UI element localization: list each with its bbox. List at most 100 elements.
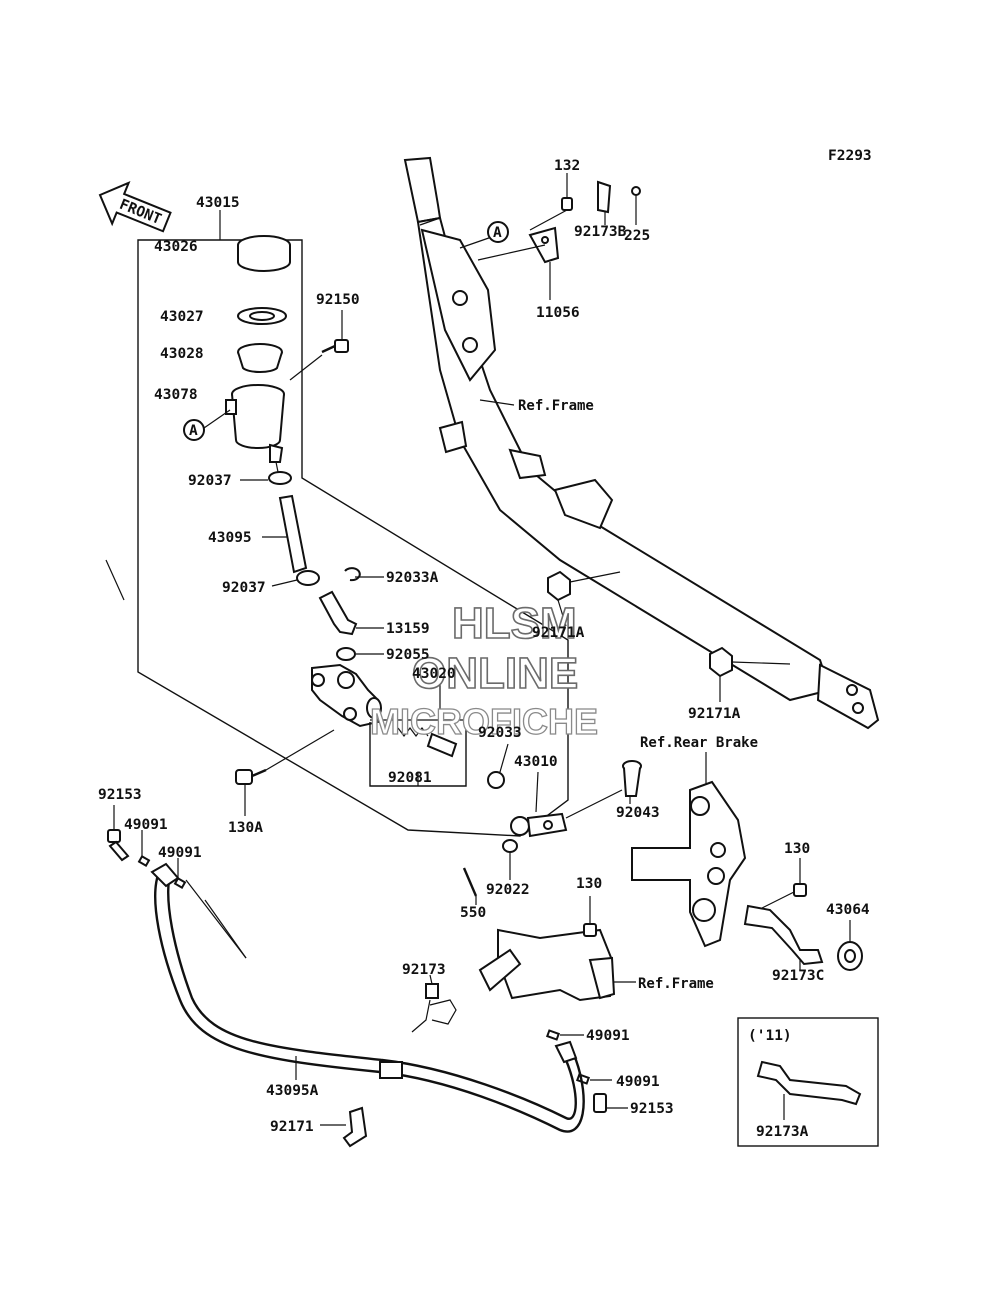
hose-fitting-lower bbox=[554, 1040, 578, 1064]
label-92153-bottom: 92153 bbox=[630, 1101, 674, 1117]
nut-92171A-lower-icon bbox=[709, 646, 733, 678]
label-43027: 43027 bbox=[160, 309, 204, 325]
ref-frame-top: Ref.Frame bbox=[518, 398, 594, 414]
grommet-43064-icon bbox=[837, 941, 863, 971]
circlip-92033A-icon bbox=[344, 567, 361, 582]
label-92153-top: 92153 bbox=[98, 787, 142, 803]
label-92081: 92081 bbox=[388, 770, 432, 786]
inset-2011-label: ('11) bbox=[748, 1028, 792, 1044]
label-92171A-upper: 92171A bbox=[532, 625, 585, 641]
clamp-92037-top-icon bbox=[268, 471, 292, 485]
nut-92171A-upper-icon bbox=[547, 570, 571, 602]
elbow-13159 bbox=[318, 590, 358, 636]
hlsm-watermark: HLSM ONLINE MICROFICHE bbox=[369, 598, 598, 742]
hose-fitting-upper bbox=[150, 862, 180, 888]
label-49091-c: 49091 bbox=[586, 1028, 630, 1044]
piston-spring-92081 bbox=[397, 727, 458, 758]
watermark-line1: HLSM bbox=[452, 599, 577, 648]
snap-ring-92033-icon bbox=[487, 771, 505, 789]
master-cylinder-body-43020 bbox=[311, 663, 382, 728]
label-43015: 43015 bbox=[196, 195, 240, 211]
label-92173B: 92173B bbox=[574, 224, 627, 240]
watermark-line2: ONLINE bbox=[412, 649, 578, 698]
sleeve-49091-b-icon bbox=[173, 877, 187, 889]
label-130A: 130A bbox=[228, 820, 263, 836]
bracket-92173C bbox=[743, 904, 824, 966]
label-92173A: 92173A bbox=[756, 1124, 809, 1140]
label-225: 225 bbox=[624, 228, 650, 244]
label-92150: 92150 bbox=[316, 292, 360, 308]
callout-a-left bbox=[183, 419, 205, 441]
label-92173: 92173 bbox=[402, 962, 446, 978]
label-92173C: 92173C bbox=[772, 968, 824, 984]
label-49091-b: 49091 bbox=[158, 845, 202, 861]
inset-2011-box bbox=[737, 1017, 879, 1147]
label-43064: 43064 bbox=[826, 902, 870, 918]
callout-a-top-letter: A bbox=[493, 225, 502, 241]
bolt-132-icon bbox=[561, 197, 573, 211]
label-92171A-lower: 92171A bbox=[688, 706, 741, 722]
hose-clip-92173 bbox=[411, 948, 522, 1033]
banjo-bolt-92153-bottom-icon bbox=[593, 1093, 607, 1113]
screw-225-icon bbox=[631, 186, 641, 196]
label-92037-lower: 92037 bbox=[222, 580, 266, 596]
hose-43095 bbox=[278, 494, 308, 574]
banjo-bolt-92153-top-icon bbox=[107, 829, 130, 862]
pin-92043-icon bbox=[622, 760, 642, 797]
ref-frame-bottom: Ref.Frame bbox=[638, 976, 714, 992]
sleeve-49091-a-icon bbox=[137, 855, 151, 867]
callout-a-top bbox=[487, 221, 509, 243]
label-43095A: 43095A bbox=[266, 1083, 319, 1099]
front-arrow-icon: FRONT bbox=[98, 180, 172, 233]
diaphragm-plate-43027 bbox=[237, 307, 287, 325]
label-43026: 43026 bbox=[154, 239, 198, 255]
bracket-92173A bbox=[756, 1060, 862, 1106]
label-130-lower: 130 bbox=[576, 876, 602, 892]
label-49091-d: 49091 bbox=[616, 1074, 660, 1090]
label-92033: 92033 bbox=[478, 725, 522, 741]
label-92055: 92055 bbox=[386, 647, 430, 663]
clamp-92037-lower-icon bbox=[296, 570, 320, 586]
clamp-92171-icon bbox=[342, 1106, 368, 1148]
label-43095: 43095 bbox=[208, 530, 252, 546]
reservoir-43078 bbox=[225, 384, 285, 463]
bolt-130A-icon bbox=[235, 768, 267, 785]
pushrod-43010 bbox=[510, 812, 568, 838]
frame-drawing bbox=[403, 156, 880, 730]
label-132: 132 bbox=[554, 158, 580, 174]
diaphragm-43028 bbox=[237, 343, 283, 374]
lower-frame-section bbox=[497, 928, 616, 1002]
label-92171: 92171 bbox=[270, 1119, 314, 1135]
washer-92022-icon bbox=[502, 839, 518, 853]
label-92033A: 92033A bbox=[386, 570, 439, 586]
label-550: 550 bbox=[460, 905, 486, 921]
sleeve-49091-c-icon bbox=[545, 1029, 561, 1041]
assembly-outline-43015 bbox=[137, 239, 569, 837]
label-43028: 43028 bbox=[160, 346, 204, 362]
label-49091-a: 49091 bbox=[124, 817, 168, 833]
clip-92173B-icon bbox=[597, 180, 612, 214]
o-ring-92055-icon bbox=[336, 647, 356, 661]
cotter-pin-550-icon bbox=[462, 867, 478, 897]
label-92037-top: 92037 bbox=[188, 473, 232, 489]
callout-a-left-letter: A bbox=[189, 423, 198, 439]
reservoir-cap-43026 bbox=[237, 235, 291, 272]
label-43010: 43010 bbox=[514, 754, 558, 770]
label-43078: 43078 bbox=[154, 387, 198, 403]
label-43020: 43020 bbox=[412, 666, 456, 682]
diagram-code: F2293 bbox=[828, 148, 872, 164]
label-92022: 92022 bbox=[486, 882, 530, 898]
label-92043: 92043 bbox=[616, 805, 660, 821]
bolt-92150-icon bbox=[321, 339, 349, 354]
label-11056: 11056 bbox=[536, 305, 580, 321]
label-130-right: 130 bbox=[784, 841, 810, 857]
label-13159: 13159 bbox=[386, 621, 430, 637]
rear-brake-bracket bbox=[631, 780, 747, 948]
brake-hose-43095A bbox=[154, 874, 585, 1133]
ref-rear-brake: Ref.Rear Brake bbox=[640, 735, 758, 751]
bolt-130-lower-icon bbox=[583, 923, 597, 937]
bolt-130-right-icon bbox=[793, 883, 807, 897]
part-labels: 132 225 92173B 11056 43015 43026 43027 4… bbox=[98, 158, 870, 1140]
hose-protector bbox=[379, 1061, 403, 1079]
